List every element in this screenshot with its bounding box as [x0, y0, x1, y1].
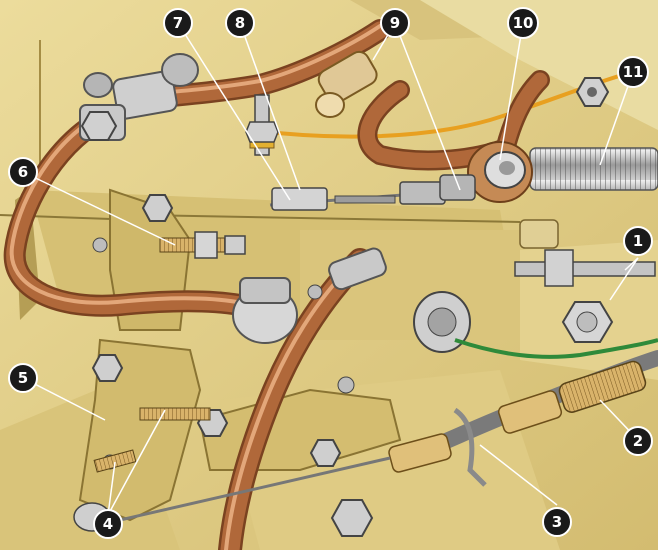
panel-seam [139, 214, 521, 223]
bracket-plate [78, 338, 202, 522]
callout-1: 1 [623, 226, 653, 256]
union-fitting [112, 70, 178, 120]
callout-8: 8 [225, 8, 255, 38]
screw-head [307, 284, 323, 300]
callout-3: 3 [542, 507, 572, 537]
lock-nut [194, 231, 218, 259]
callout-5: 5 [8, 363, 38, 393]
bolt-head [80, 111, 118, 141]
cable-ferrule [497, 390, 563, 434]
callout-4: 4 [93, 509, 123, 539]
cable-rod [334, 195, 396, 204]
right-mechanism [413, 219, 656, 353]
callout-5-label: 5 [18, 369, 28, 387]
stud-nut [245, 121, 279, 143]
tube-right [360, 82, 508, 168]
spring-assembly [439, 141, 658, 203]
callout-1-label: 1 [633, 232, 643, 250]
callout-7-label: 7 [173, 14, 183, 32]
callout-8-label: 8 [235, 14, 245, 32]
callout-6: 6 [8, 157, 38, 187]
callout-9-label: 9 [390, 14, 400, 32]
leader-7 [177, 22, 291, 201]
callout-10: 10 [507, 7, 539, 39]
large-nut-center [576, 311, 598, 333]
upper-screw [139, 407, 211, 421]
leader-4b [107, 461, 116, 516]
rod-nut [544, 249, 574, 287]
leader-5 [22, 377, 106, 421]
callout-9: 9 [380, 8, 410, 38]
leader-6 [22, 171, 176, 246]
vertical-stud [245, 94, 279, 156]
bolt-socket [587, 87, 597, 97]
fitting-nut [161, 53, 199, 87]
leader-9b [394, 22, 461, 191]
adjusting-screw-6 [159, 231, 246, 259]
lower-screw [93, 449, 137, 473]
bolt-head [141, 194, 174, 222]
screw-head [337, 376, 355, 394]
lever-link [439, 174, 476, 201]
round-fitting-collar [239, 277, 291, 304]
tube-lower-highlight [224, 258, 358, 550]
callout-2-label: 2 [633, 432, 643, 450]
tube-left-highlight [9, 115, 239, 305]
callout-6-label: 6 [18, 163, 28, 181]
retaining-clip [453, 407, 487, 487]
elbow-opening [315, 92, 345, 118]
copper-tubes [3, 19, 550, 550]
callout-2: 2 [623, 426, 653, 456]
cable-end-ferrule [388, 433, 452, 473]
leader-4a [107, 409, 166, 516]
tube-top [141, 21, 389, 107]
lever-center [499, 161, 515, 175]
callout-11: 11 [617, 56, 649, 88]
choke-cable [119, 350, 658, 522]
leader-1b [624, 257, 639, 271]
rod-bracket [519, 219, 559, 249]
elbow-fitting [317, 50, 378, 104]
cable-tip [271, 187, 328, 211]
screw-head [92, 237, 108, 253]
sensor-center [427, 307, 457, 337]
leader-3 [479, 444, 558, 506]
lock-nut-2 [224, 235, 246, 255]
callout-11-label: 11 [623, 63, 644, 81]
callouts: 1 2 3 4 5 6 7 8 9 10 11 [8, 7, 653, 539]
callout-7: 7 [163, 8, 193, 38]
leader-1 [609, 257, 639, 301]
callout-4-label: 4 [103, 515, 113, 533]
adjusting-screws-4 [73, 407, 211, 532]
leader-10 [499, 22, 524, 161]
bolt-head [309, 439, 342, 467]
return-spring [529, 147, 658, 191]
leader-11 [599, 71, 634, 166]
cable-adjuster [558, 360, 647, 413]
tube-lower [220, 250, 370, 550]
bolt-head [91, 354, 124, 382]
bolts [80, 77, 614, 537]
leader-8 [239, 22, 301, 191]
cable-sleeve [399, 181, 446, 205]
callout-3-label: 3 [552, 513, 562, 531]
callout-10-label: 10 [513, 14, 534, 32]
bolt-head [330, 499, 374, 537]
fitting-cap [83, 72, 113, 98]
green-wire [454, 338, 658, 359]
clamp-fitting [328, 247, 387, 291]
inner-cable [119, 456, 391, 522]
